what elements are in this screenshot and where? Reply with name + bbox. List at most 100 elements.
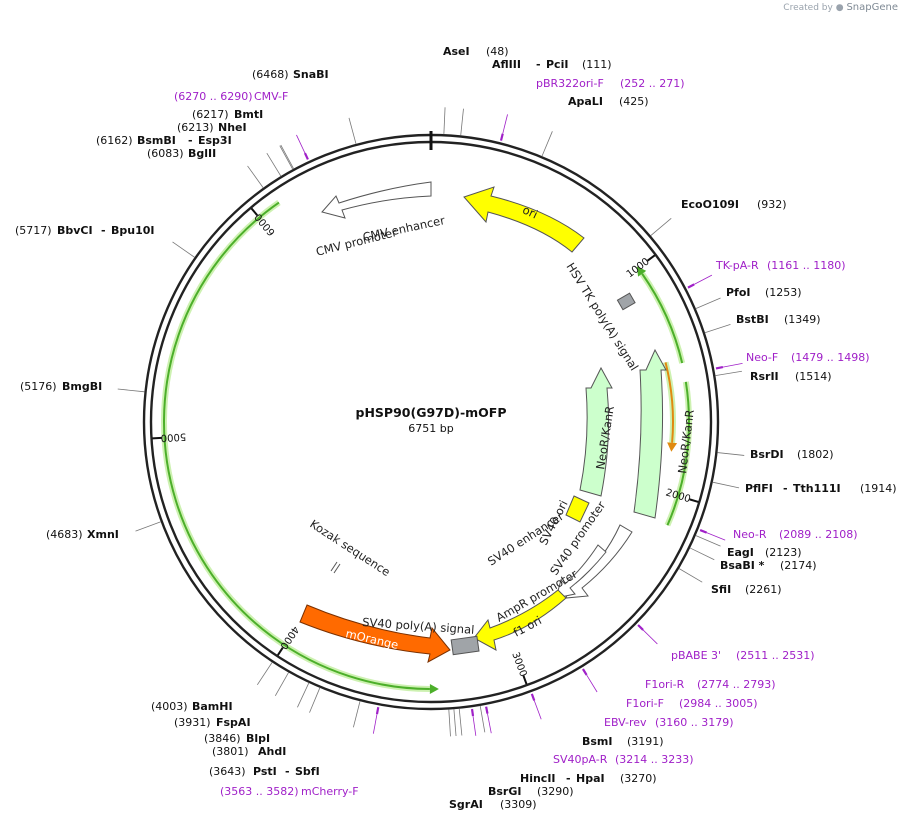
feature-cmv-promoter[interactable] — [321, 181, 432, 219]
site-pos-hincii: (3270) — [620, 772, 657, 785]
site-pos-aflIII: (111) — [582, 58, 612, 71]
tick-mark — [152, 436, 162, 440]
site-leader-line — [348, 117, 357, 145]
site-leader-line — [309, 687, 321, 713]
site-label-bstbi[interactable]: BstBI — [736, 313, 769, 326]
site-leader-line — [695, 297, 721, 309]
feature-sv40-ori[interactable] — [565, 495, 590, 523]
primer-label-sv40pa-r[interactable]: SV40pA-R — [553, 753, 608, 766]
site-label-bpu10i[interactable]: Bpu10I — [111, 224, 155, 237]
snapgene-logo-icon: ● — [835, 3, 844, 13]
primer-label-f1ori-f[interactable]: F1ori-F — [626, 697, 664, 710]
site-label-hpai[interactable]: HpaI — [576, 772, 605, 785]
primer-label-pbabe3[interactable]: pBABE 3' — [671, 649, 721, 662]
feature-neor-kanr-outer[interactable] — [633, 348, 667, 519]
primer-label-f1ori-r[interactable]: F1ori-R — [645, 678, 685, 691]
site-sep-pflfi: - — [783, 482, 788, 495]
feature-ori[interactable] — [463, 186, 585, 253]
site-pos-bmgbi: (5176) — [20, 380, 57, 393]
site-leader-line — [256, 662, 273, 686]
site-leader-line — [712, 481, 740, 489]
site-label-xmni[interactable]: XmnI — [87, 528, 119, 541]
orf-arc-orange — [664, 362, 674, 443]
primer-range-ebv-rev: (3160 .. 3179) — [655, 716, 734, 729]
primer-label-neo-f[interactable]: Neo-F — [746, 351, 778, 364]
primer-marker — [303, 152, 309, 160]
site-label-sbfi[interactable]: SbfI — [295, 765, 320, 778]
primer-leader-line — [372, 713, 378, 734]
feature-kozak-marker[interactable] — [330, 561, 341, 574]
primer-label-pbr322ori-f[interactable]: pBR322ori-F — [536, 77, 604, 90]
feature-morange[interactable] — [299, 604, 451, 663]
site-label-sgrai[interactable]: SgrAI — [449, 798, 483, 811]
site-label-rsrii[interactable]: RsrII — [750, 370, 779, 383]
primer-label-tk-pa-r[interactable]: TK-pA-R — [715, 259, 759, 272]
site-pos-sfii: (2261) — [745, 583, 782, 596]
site-label-hincii[interactable]: HincII — [520, 772, 556, 785]
feature-hsv-tk-polya[interactable] — [616, 292, 636, 311]
plasmid-name: pHSP90(G97D)-mOFP — [356, 405, 507, 420]
site-sep-psti: - — [285, 765, 290, 778]
site-pos-xmni: (4683) — [46, 528, 83, 541]
site-label-nhei[interactable]: NheI — [218, 121, 247, 134]
site-label-ahdi[interactable]: AhdI — [258, 745, 286, 758]
site-label-bbvci[interactable]: BbvCI — [57, 224, 93, 237]
label-neor-kanr-outer: NeoR/KanR — [675, 409, 697, 474]
tick-mark — [646, 254, 656, 262]
site-label-aflIII[interactable]: AflIII — [492, 58, 521, 71]
site-label-bsmi[interactable]: BsmI — [582, 735, 613, 748]
site-label-bglii[interactable]: BglII — [188, 147, 216, 160]
primer-label-ebv-rev[interactable]: EBV-rev — [604, 716, 647, 729]
plasmid-length: 6751 bp — [408, 422, 453, 435]
site-pos-fspai: (3931) — [174, 716, 211, 729]
site-sep-bbvci: - — [101, 224, 106, 237]
tick-mark — [689, 498, 699, 503]
created-by-text: Created by — [783, 3, 833, 13]
tick-mark — [522, 675, 528, 685]
site-label-pflfi[interactable]: PflFI — [745, 482, 773, 495]
site-label-sfii[interactable]: SfiI — [711, 583, 731, 596]
site-label-eagi[interactable]: EagI — [727, 546, 754, 559]
site-pos-apali: (425) — [619, 95, 649, 108]
site-pos-sgrai: (3309) — [500, 798, 537, 811]
primer-range-neo-f: (1479 .. 1498) — [791, 351, 870, 364]
site-pos-bsrdi: (1802) — [797, 448, 834, 461]
site-label-pcii[interactable]: PciI — [546, 58, 568, 71]
feature-sv40-polya[interactable] — [450, 635, 480, 656]
site-label-pfoi[interactable]: PfoI — [726, 286, 751, 299]
site-pos-pfoi: (1253) — [765, 286, 802, 299]
site-label-bmti[interactable]: BmtI — [234, 108, 263, 121]
site-label-bsmbi[interactable]: BsmBI — [137, 134, 176, 147]
primer-label-neo-r[interactable]: Neo-R — [733, 528, 767, 541]
site-label-apali[interactable]: ApaLI — [568, 95, 603, 108]
feature-ampr-promoter[interactable] — [555, 544, 607, 599]
primer-leader-line — [706, 532, 726, 541]
site-label-bmgbi[interactable]: BmgBI — [62, 380, 102, 393]
primer-label-cmv-f[interactable]: CMV-F — [254, 90, 288, 103]
site-label-blpi[interactable]: BlpI — [246, 732, 270, 745]
site-sep-aflIII: - — [536, 58, 541, 71]
site-label-bsrdi[interactable]: BsrDI — [750, 448, 784, 461]
site-pos-rsrii: (1514) — [795, 370, 832, 383]
orf-arc-long — [163, 201, 430, 690]
site-pos-nhei: (6213) — [177, 121, 214, 134]
site-label-fspai[interactable]: FspAI — [216, 716, 251, 729]
feature-neor-kanr-inner[interactable] — [579, 366, 613, 497]
site-label-ecoo109i[interactable]: EcoO109I — [681, 198, 739, 211]
site-label-bamhi[interactable]: BamHI — [192, 700, 233, 713]
site-label-tth111i[interactable]: Tth111I — [793, 482, 841, 495]
site-leader-line — [280, 144, 295, 170]
site-pos-snabi: (6468) — [252, 68, 289, 81]
site-label-psti[interactable]: PstI — [253, 765, 277, 778]
site-label-snabi[interactable]: SnaBI — [293, 68, 329, 81]
site-label-esp3i[interactable]: Esp3I — [198, 134, 232, 147]
primer-label-mcherry-f[interactable]: mCherry-F — [301, 785, 359, 798]
primer-marker — [715, 366, 724, 370]
site-leader-line — [678, 568, 703, 583]
site-label-bsrgi[interactable]: BsrGI — [488, 785, 521, 798]
primer-labels: pBR322ori-F (252 .. 271) TK-pA-R (1161 .… — [174, 77, 870, 798]
site-label-asei[interactable]: AseI — [443, 45, 470, 58]
site-label-bsabi[interactable]: BsaBI * — [720, 559, 765, 572]
site-leader-line — [274, 672, 289, 697]
site-pos-bamhi: (4003) — [151, 700, 188, 713]
